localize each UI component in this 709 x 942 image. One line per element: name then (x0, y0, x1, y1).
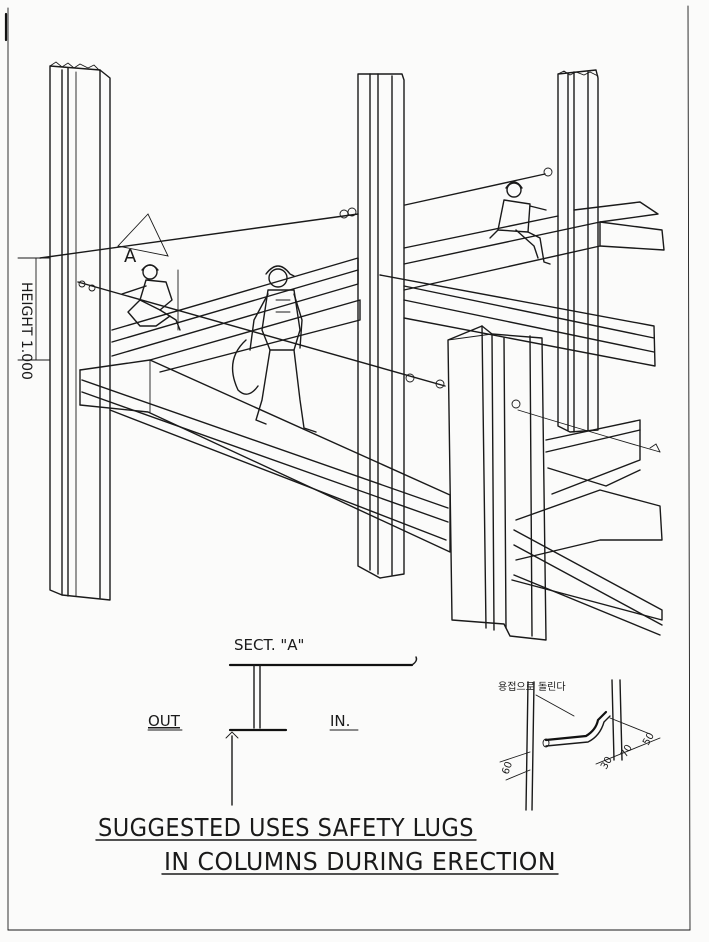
front-column (447, 325, 547, 641)
height-label: HEIGHT 1.000 (18, 282, 34, 380)
marker-a-label: A (124, 246, 137, 267)
left-column (49, 61, 111, 601)
caption-line-2: IN COLUMNS DURING ERECTION (164, 847, 556, 876)
weld-note: 용접으로 돌린다 (498, 681, 566, 693)
right-lower-beams (511, 419, 663, 636)
caption-line-1: SUGGESTED USES SAFETY LUGS (98, 813, 474, 842)
front-beam (79, 359, 451, 553)
caption: SUGGESTED USES SAFETY LUGS IN COLUMNS DU… (95, 813, 559, 876)
section-title: SECT. "A" (234, 636, 304, 654)
out-label: OUT (148, 712, 181, 730)
section-a-detail: SECT. "A" OUT IN. (147, 636, 418, 806)
in-label: IN. (330, 712, 350, 730)
center-column (357, 73, 405, 579)
safety-lines (39, 167, 661, 453)
sheet-border (4, 5, 691, 931)
back-beams (111, 201, 665, 373)
dim-60: 60 (500, 760, 515, 776)
worker-crouching (121, 264, 181, 331)
worker-walking (231, 265, 317, 433)
lug-detail: 용접으로 돌린다 60 30 70 50 (498, 679, 661, 811)
section-a-marker: A (117, 213, 169, 267)
worker-sitting (489, 181, 551, 265)
height-dimension: HEIGHT 1.000 (17, 257, 51, 380)
